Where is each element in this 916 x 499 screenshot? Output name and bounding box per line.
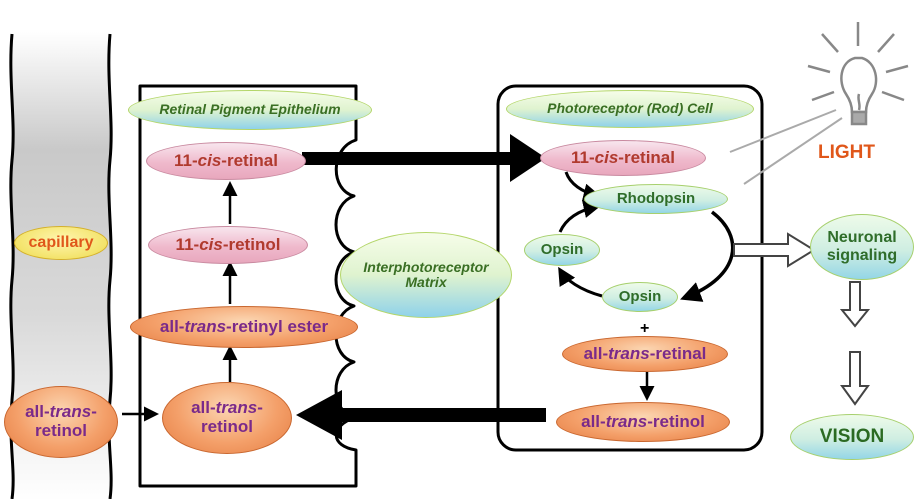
hollow-arrow-to-signaling: [733, 232, 816, 268]
photoreceptor-title: Photoreceptor (Rod) Cell: [506, 90, 754, 128]
rpe-all-trans-retinol: all-trans- retinol: [162, 382, 292, 454]
photoreceptor-title-text: Photoreceptor (Rod) Cell: [547, 100, 713, 117]
rpe-all-trans-retinyl-ester: all-trans-retinyl ester: [130, 306, 358, 348]
prc-11-cis-retinal: 11-cis-retinal: [540, 140, 706, 176]
rhodopsin: Rhodopsin: [584, 184, 728, 214]
light-bulb-icon: [807, 22, 909, 126]
light-label: LIGHT: [818, 142, 875, 163]
opsin-left: Opsin: [524, 234, 600, 266]
big-arrow-to-photoreceptor: [302, 134, 546, 182]
plus-sign: +: [640, 320, 650, 337]
light-rays: [729, 109, 843, 185]
vision: VISION: [790, 414, 914, 460]
hollow-arrow-to-vision: [840, 351, 870, 406]
ipm-line1: Interphotoreceptor: [363, 258, 489, 275]
hollow-arrow-signaling-down: [839, 281, 871, 328]
rpe-title-text: Retinal Pigment Epithelium: [159, 101, 341, 118]
prc-all-trans-retinal: all-trans-retinal: [562, 336, 728, 372]
prc-all-trans-retinol: all-trans-retinol: [556, 402, 730, 442]
opsin-bottom: Opsin: [602, 282, 678, 312]
capillary-label: capillary: [14, 226, 108, 260]
arrow-opsin-to-rhodopsin: [558, 200, 602, 233]
rpe-11-cis-retinol: 11-cis-retinol: [148, 226, 308, 264]
blood-trans-retinol: all-trans- retinol: [4, 386, 118, 458]
big-arrow-to-rpe: [296, 390, 546, 440]
capillary-text: capillary: [28, 234, 94, 252]
rpe-11-cis-retinal: 11-cis-retinal: [146, 142, 306, 180]
neuronal-line1: Neuronal: [827, 229, 897, 247]
rpe-title: Retinal Pigment Epithelium: [128, 90, 372, 130]
arrow-rhodopsin-to-opsin: [680, 210, 735, 302]
interphotoreceptor-matrix: Interphotoreceptor Matrix: [340, 232, 512, 318]
neuronal-signaling: Neuronal signaling: [810, 214, 914, 280]
blood-trans-retinol-line1: all-trans-: [25, 402, 97, 422]
arrow-opsin-to-opsin: [558, 266, 603, 298]
neuronal-line2: signaling: [826, 247, 898, 264]
ipm-line2: Matrix: [405, 274, 447, 290]
blood-trans-retinol-line2: retinol: [35, 421, 87, 440]
